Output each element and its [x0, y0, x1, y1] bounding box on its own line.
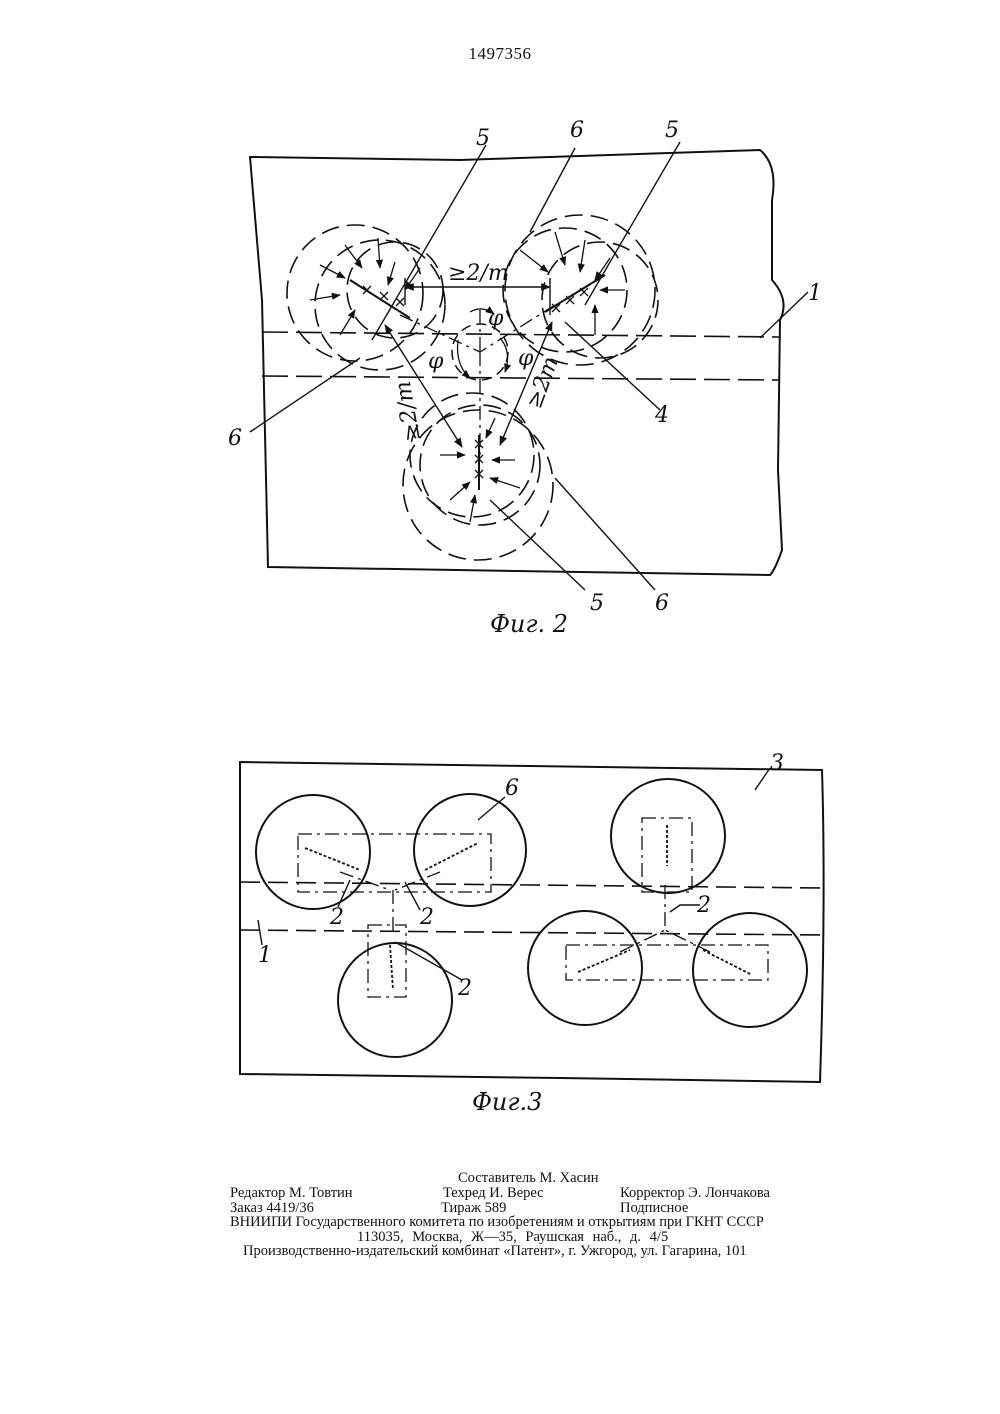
footer-plant: Производственно-издательский комбинат «П…: [243, 1243, 747, 1260]
fig3-label-2c: 2: [457, 976, 472, 1001]
fig2-label-6-left: 6: [228, 426, 242, 451]
fig2-phi-left: φ: [428, 349, 444, 374]
fig3-dashed-line-lower: [240, 930, 822, 935]
fig2-dashed-line-lower: [262, 376, 780, 380]
fig2-label-1: 1: [808, 281, 822, 306]
fig2-dim-left: ≥2/m: [391, 379, 426, 443]
fig2-phi-top: φ: [488, 306, 504, 331]
fig2-caption: Фиг. 2: [490, 610, 568, 638]
fig2-label-6-top: 6: [570, 118, 584, 143]
fig3-label-6: 6: [505, 776, 519, 801]
fig3-dashed-line-upper: [240, 882, 822, 888]
fig2-label-5-bottom: 5: [590, 591, 604, 616]
fig3-caption: Фиг.3: [472, 1088, 542, 1116]
fig2-phi-right: φ: [518, 346, 534, 371]
fig3-label-2d: 2: [696, 893, 711, 918]
fig3-label-2b: 2: [419, 905, 434, 930]
fig2-sheet-outline: [250, 150, 784, 575]
fig2-label-4: 4: [654, 403, 669, 428]
fig3-label-3: 3: [770, 751, 784, 776]
fig2-dim-top: ≥2/m: [448, 261, 509, 286]
fig3-label-1: 1: [258, 943, 272, 968]
fig2-label-5a: 5: [476, 126, 490, 151]
fig2-label-5b: 5: [665, 118, 679, 143]
fig2-circles-left: [287, 225, 445, 370]
fig2-label-6-bottom: 6: [655, 591, 669, 616]
fig3-sheet-outline: [240, 762, 824, 1082]
fig3-label-2a: 2: [329, 905, 344, 930]
